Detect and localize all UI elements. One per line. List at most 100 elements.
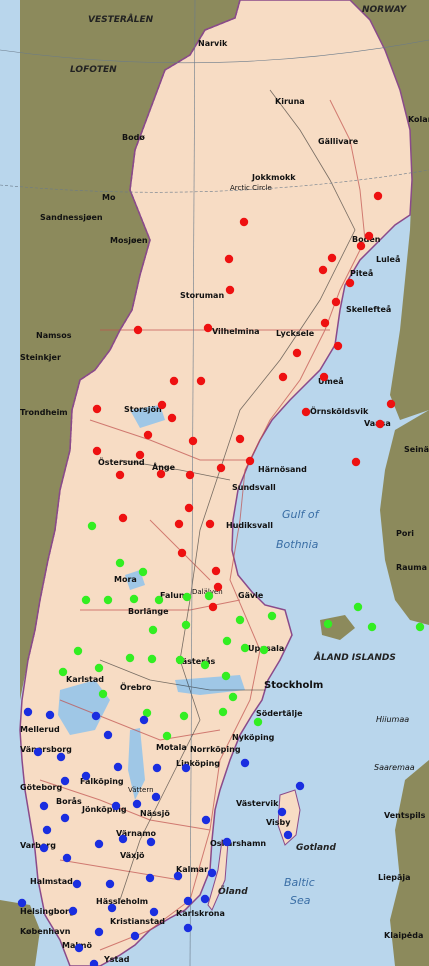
label-bothnia: Bothnia <box>276 538 319 551</box>
blue-station-marker <box>173 871 183 881</box>
label-vanersborg: Vänersborg <box>20 745 72 754</box>
lake-siljan <box>125 570 145 590</box>
green-station-marker <box>253 717 263 727</box>
blue-station-marker <box>107 903 117 913</box>
label-storsjon: Storsjön <box>124 405 162 414</box>
label-narvik: Narvik <box>198 39 228 48</box>
green-station-marker <box>115 558 125 568</box>
blue-station-marker <box>105 879 115 889</box>
red-station-marker <box>203 323 213 333</box>
blue-station-marker <box>91 711 101 721</box>
label-kobenhavn: København <box>20 927 71 936</box>
label-ystad: Ystad <box>103 955 130 964</box>
red-station-marker <box>327 253 337 263</box>
label-halmstad: Halmstad <box>30 877 73 886</box>
label-mo: Mo <box>102 193 116 202</box>
label-storuman: Storuman <box>180 291 224 300</box>
green-station-marker <box>125 653 135 663</box>
label-ostersund: Östersund <box>98 457 145 467</box>
green-station-marker <box>175 655 185 665</box>
label-namsos: Namsos <box>36 331 72 340</box>
green-station-marker <box>204 591 214 601</box>
label-goteborg: Göteborg <box>20 783 62 792</box>
label-linkoping: Linköping <box>176 759 220 768</box>
label-nassjo: Nässjö <box>140 809 170 818</box>
red-station-marker <box>177 548 187 558</box>
blue-station-marker <box>60 813 70 823</box>
green-station-marker <box>162 731 172 741</box>
label-boras: Borås <box>56 796 82 806</box>
green-station-marker <box>182 592 192 602</box>
label-pori: Pori <box>396 529 414 538</box>
green-station-marker <box>415 622 425 632</box>
red-station-marker <box>235 434 245 444</box>
lake-storsjon <box>130 405 165 428</box>
blue-station-marker <box>130 931 140 941</box>
parallel-line <box>0 39 429 64</box>
label-kalmar: Kalmar <box>176 865 208 874</box>
label-skelleftea: Skellefteå <box>346 304 391 314</box>
green-station-marker <box>81 595 91 605</box>
green-station-marker <box>147 654 157 664</box>
green-station-marker <box>103 595 113 605</box>
red-station-marker <box>345 278 355 288</box>
label-gavle: Gävle <box>238 591 264 600</box>
red-station-marker <box>245 456 255 466</box>
blue-station-marker <box>56 752 66 762</box>
green-station-marker <box>98 689 108 699</box>
green-station-marker <box>200 660 210 670</box>
label-ventspils: Ventspils <box>384 811 426 820</box>
label-hudiksvall: Hudiksvall <box>226 521 273 530</box>
blue-station-marker <box>42 825 52 835</box>
red-station-marker <box>157 400 167 410</box>
red-station-marker <box>292 348 302 358</box>
label-stockholm: Stockholm <box>264 680 323 691</box>
blue-station-marker <box>183 896 193 906</box>
label-boden: Boden <box>352 235 381 244</box>
green-station-marker <box>367 622 377 632</box>
label-rauma: Rauma <box>396 563 427 572</box>
green-station-marker <box>235 615 245 625</box>
label-ornskoldsvik: Örnsköldsvik <box>310 406 369 416</box>
label-sea: Sea <box>290 894 311 907</box>
label-gallivare: Gällivare <box>318 137 359 146</box>
label-jonkoping: Jönköping <box>81 805 127 814</box>
red-station-marker <box>135 450 145 460</box>
blue-station-marker <box>181 763 191 773</box>
blue-station-marker <box>146 837 156 847</box>
red-station-marker <box>318 265 328 275</box>
green-station-marker <box>218 707 228 717</box>
red-station-marker <box>239 217 249 227</box>
blue-station-marker <box>94 927 104 937</box>
blue-station-marker <box>113 762 123 772</box>
blue-station-marker <box>139 715 149 725</box>
green-station-marker <box>323 619 333 629</box>
blue-station-marker <box>45 710 55 720</box>
label-trondheim: Trondheim <box>20 408 68 417</box>
label-liepaja: Liepāja <box>378 873 411 882</box>
blue-station-marker <box>207 868 217 878</box>
label-mellerud: Mellerud <box>20 725 60 734</box>
red-station-marker <box>278 372 288 382</box>
green-station-marker <box>240 643 250 653</box>
red-station-marker <box>351 457 361 467</box>
blue-station-marker <box>222 837 232 847</box>
red-station-marker <box>169 376 179 386</box>
blue-station-marker <box>103 730 113 740</box>
label-norrkoping: Norrköping <box>190 745 241 754</box>
red-station-marker <box>133 325 143 335</box>
label-helsingborg: Helsingborg <box>20 907 75 916</box>
blue-station-marker <box>149 907 159 917</box>
label-pitea: Piteå <box>350 268 373 278</box>
red-station-marker <box>205 519 215 529</box>
label-vilhelmina: Vilhelmina <box>212 327 260 336</box>
label-sandnessjoen: Sandnessjøen <box>40 213 103 222</box>
lake-vanern <box>58 680 110 735</box>
arctic-circle-line <box>0 169 429 193</box>
red-station-marker <box>375 419 385 429</box>
label-motala: Motala <box>156 743 187 752</box>
label-lycksele: Lycksele <box>276 329 315 338</box>
red-station-marker <box>174 519 184 529</box>
label-steinkjer: Steinkjer <box>20 353 61 362</box>
